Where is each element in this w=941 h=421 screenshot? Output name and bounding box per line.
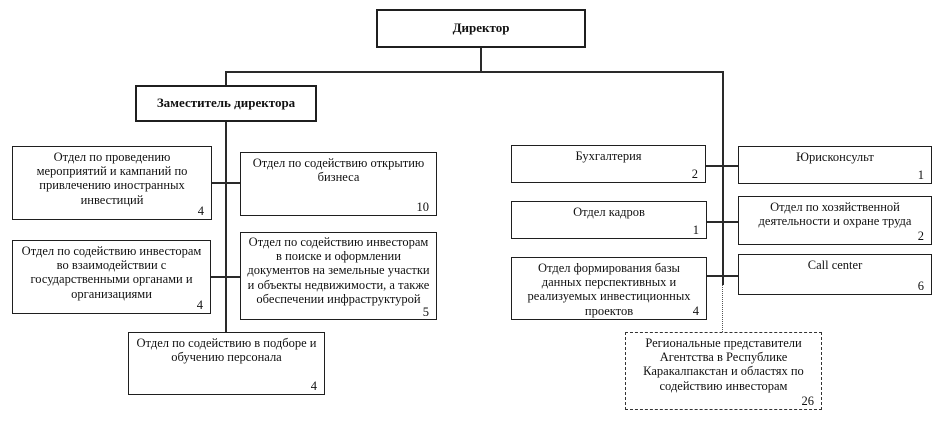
node-personnel-dept-label: Отдел кадров <box>573 205 645 219</box>
node-personnel-dept-count: 1 <box>692 222 699 237</box>
node-events-dept-label: Отдел по проведению мероприятий и кампан… <box>36 150 188 207</box>
connector-main-bar <box>225 71 723 73</box>
node-land-dept: Отдел по содействию инвесторам в поиске … <box>240 232 437 320</box>
node-hr-dept: Отдел по содействию в подборе и обучению… <box>128 332 325 395</box>
node-database-dept-label: Отдел формирования базы данных перспекти… <box>527 261 691 318</box>
node-personnel-dept: Отдел кадров 1 <box>511 201 707 239</box>
node-interaction-dept: Отдел по содействию инвесторам во взаимо… <box>12 240 211 314</box>
connector-director-drop <box>480 48 482 72</box>
connector-right-stub-1 <box>706 165 738 167</box>
node-regional-representatives-label: Региональные представители Агентства в Р… <box>643 336 804 393</box>
node-events-dept: Отдел по проведению мероприятий и кампан… <box>12 146 212 220</box>
connector-left-stub-2 <box>211 276 240 278</box>
node-legal-counsel: Юрисконсульт 1 <box>738 146 932 184</box>
node-director: Директор <box>376 9 586 48</box>
connector-left-spine <box>225 122 227 333</box>
connector-right-spine <box>722 71 724 285</box>
node-regional-representatives: Региональные представители Агентства в Р… <box>625 332 822 410</box>
node-business-dept-count: 10 <box>416 199 430 214</box>
connector-right-stub-3 <box>707 275 738 277</box>
node-database-dept-count: 4 <box>692 303 699 318</box>
node-accounting-count: 2 <box>691 166 698 181</box>
node-database-dept: Отдел формирования базы данных перспекти… <box>511 257 707 320</box>
node-household-dept-count: 2 <box>917 228 924 243</box>
node-deputy-director: Заместитель директора <box>135 85 317 122</box>
node-director-label: Директор <box>452 20 510 36</box>
node-business-dept: Отдел по содействию открытию бизнеса 10 <box>240 152 437 216</box>
node-land-dept-label: Отдел по содействию инвесторам в поиске … <box>247 235 430 306</box>
node-hr-dept-count: 4 <box>310 378 317 393</box>
node-legal-counsel-count: 1 <box>917 167 924 182</box>
connector-left-stub-1 <box>212 182 240 184</box>
node-call-center-count: 6 <box>917 278 924 293</box>
node-land-dept-count: 5 <box>422 304 429 319</box>
node-accounting: Бухгалтерия 2 <box>511 145 706 183</box>
connector-right-stub-2 <box>707 221 738 223</box>
node-hr-dept-label: Отдел по содействию в подборе и обучению… <box>136 336 317 365</box>
connector-deputy-drop <box>225 71 227 86</box>
node-regional-representatives-count: 26 <box>801 393 815 408</box>
connector-regional-dotted <box>722 285 723 332</box>
node-household-dept: Отдел по хозяйственной деятельности и ох… <box>738 196 932 245</box>
node-call-center: Call center 6 <box>738 254 932 295</box>
node-accounting-label: Бухгалтерия <box>575 149 642 163</box>
node-household-dept-label: Отдел по хозяйственной деятельности и ох… <box>758 200 912 229</box>
node-legal-counsel-label: Юрисконсульт <box>796 150 874 164</box>
node-call-center-label: Call center <box>807 258 863 272</box>
node-deputy-director-label: Заместитель директора <box>156 95 296 111</box>
node-business-dept-label: Отдел по содействию открытию бизнеса <box>252 156 425 185</box>
node-interaction-dept-label: Отдел по содействию инвесторам во взаимо… <box>21 244 202 301</box>
node-interaction-dept-count: 4 <box>196 297 203 312</box>
node-events-dept-count: 4 <box>197 203 204 218</box>
